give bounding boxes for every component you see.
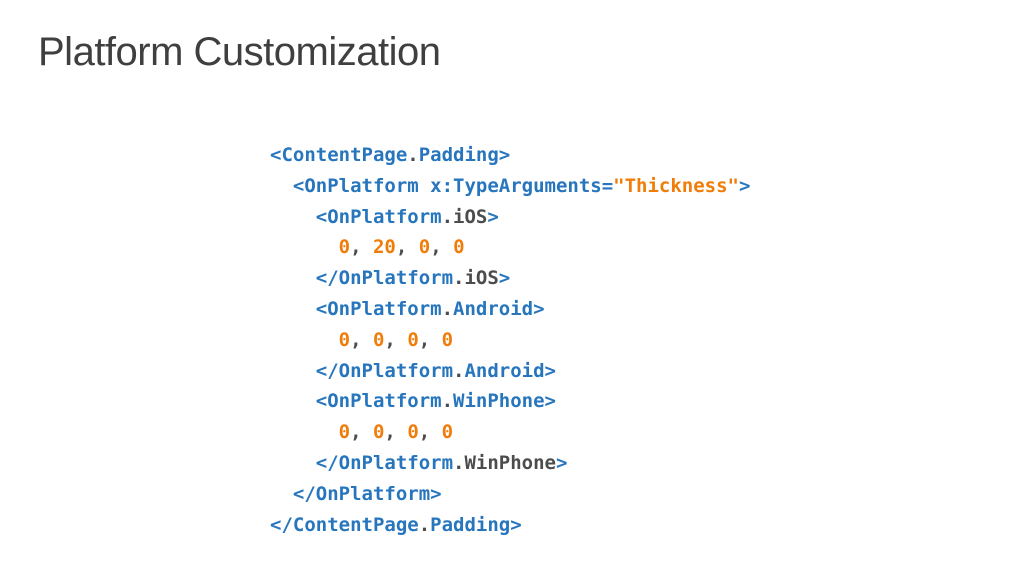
code-block: <ContentPage.Padding><OnPlatform x:TypeA… xyxy=(270,140,750,540)
code-segment: 0 xyxy=(453,236,465,259)
code-segment: > xyxy=(739,174,751,197)
code-segment: .WinPhone xyxy=(453,451,556,474)
code-line: <OnPlatform.WinPhone> xyxy=(270,386,750,417)
code-line: <ContentPage.Padding> xyxy=(270,140,750,171)
code-segment: <OnPlatform x:TypeArguments= xyxy=(292,174,614,197)
code-segment: 0 xyxy=(338,236,351,259)
code-segment: Padding> xyxy=(430,513,522,536)
code-segment: Android> xyxy=(453,297,545,320)
code-segment: , xyxy=(350,328,373,351)
code-segment: 0 xyxy=(441,328,454,351)
code-segment: 0 xyxy=(338,421,351,444)
code-line: <OnPlatform x:TypeArguments="Thickness"> xyxy=(270,171,751,202)
code-segment: <OnPlatform xyxy=(315,297,442,320)
code-line: <OnPlatform.iOS> xyxy=(270,202,750,233)
code-segment: <OnPlatform xyxy=(315,390,442,413)
code-segment: . xyxy=(441,297,454,320)
code-segment: </ContentPage xyxy=(270,513,419,536)
code-segment: Android> xyxy=(464,359,556,382)
code-line: </OnPlatform.Android> xyxy=(270,356,750,387)
code-segment: > xyxy=(498,267,511,290)
code-line: </OnPlatform.iOS> xyxy=(270,263,750,294)
code-segment: , xyxy=(395,236,419,259)
code-segment: 0 xyxy=(372,328,385,351)
code-segment: 0 xyxy=(372,421,385,444)
code-segment: 0 xyxy=(407,421,419,444)
code-segment: > xyxy=(487,205,499,228)
code-segment: , xyxy=(350,421,373,444)
code-segment: . xyxy=(418,513,431,536)
code-line: 0, 20, 0, 0 xyxy=(270,232,750,263)
code-segment: </OnPlatform> xyxy=(292,482,442,505)
code-line: </ContentPage.Padding> xyxy=(270,510,750,541)
code-segment: "Thickness" xyxy=(613,174,740,197)
code-segment: .iOS xyxy=(453,267,499,290)
code-segment: <ContentPage xyxy=(270,144,408,166)
code-segment: <OnPlatform xyxy=(315,205,442,228)
code-line: <OnPlatform.Android> xyxy=(270,294,750,325)
code-line: </OnPlatform> xyxy=(270,479,750,510)
code-line: 0, 0, 0, 0 xyxy=(270,417,750,448)
code-segment: > xyxy=(555,451,568,474)
code-segment: WinPhone> xyxy=(453,390,556,413)
code-segment: , xyxy=(384,421,408,444)
code-segment: </OnPlatform xyxy=(315,267,454,290)
page-title: Platform Customization xyxy=(38,30,441,74)
code-segment: </OnPlatform xyxy=(315,359,454,382)
code-segment: 0 xyxy=(407,328,419,351)
code-segment: </OnPlatform xyxy=(315,451,454,474)
code-line: </OnPlatform.WinPhone> xyxy=(270,448,750,479)
code-segment: , xyxy=(418,328,442,351)
code-segment: , xyxy=(384,328,408,351)
code-segment: 0 xyxy=(441,421,454,444)
code-segment: Padding> xyxy=(418,144,511,166)
code-segment: .iOS xyxy=(441,205,488,228)
code-segment: 20 xyxy=(372,236,396,259)
code-segment: 0 xyxy=(338,328,351,351)
code-segment: . xyxy=(453,359,465,382)
code-segment: , xyxy=(350,236,373,259)
code-segment: , xyxy=(430,236,454,259)
code-segment: . xyxy=(407,144,419,166)
code-segment: . xyxy=(441,390,454,413)
code-segment: , xyxy=(418,421,442,444)
code-line: 0, 0, 0, 0 xyxy=(270,325,750,356)
code-segment: 0 xyxy=(418,236,431,259)
